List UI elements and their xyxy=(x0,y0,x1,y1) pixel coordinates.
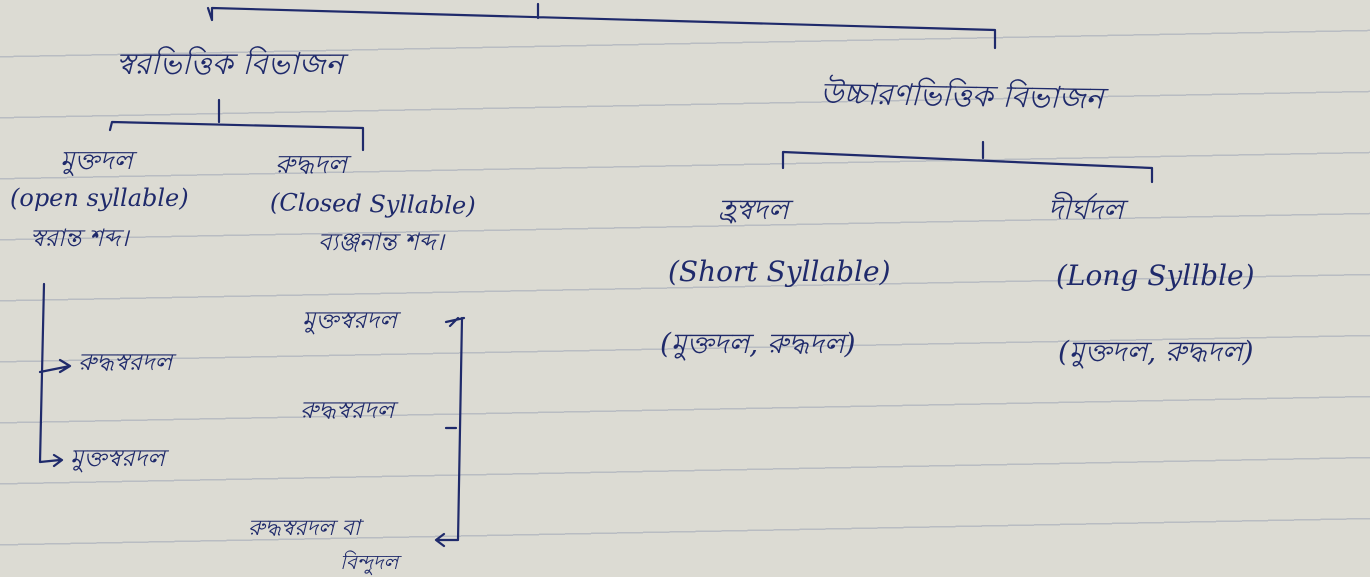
left-heading: স্বরভিত্তিক বিভাজন xyxy=(116,47,344,82)
short-syllable-bengali: হ্রস্বদল xyxy=(718,193,789,226)
left-sub-bracket xyxy=(108,98,365,152)
closed-syllable-english: (Closed Syllable) xyxy=(269,188,476,220)
open-syllable-arrows xyxy=(38,282,72,468)
closed-example-1: মুক্তস্বরদল xyxy=(302,306,397,334)
open-example-2: মুক্তস্বরদল xyxy=(70,444,165,472)
closed-syllable-arrows xyxy=(434,316,466,548)
long-syllable-bengali: দীর্ঘদল xyxy=(1048,193,1124,226)
closed-example-2: রুদ্ধস্বরদল xyxy=(300,396,395,424)
right-sub-bracket xyxy=(781,140,1154,184)
short-syllable-examples: (মুক্তদল, রুদ্ধদল) xyxy=(660,327,856,360)
open-syllable-english: (open syllable) xyxy=(10,184,189,212)
short-syllable-english: (Short Syllable) xyxy=(668,255,891,288)
open-syllable-bengali: মুক্তদল xyxy=(60,146,133,176)
closed-syllable-bengali: রুদ্ধদল xyxy=(275,150,348,180)
top-bracket xyxy=(206,2,997,50)
long-syllable-english: (Long Syllble) xyxy=(1056,259,1255,292)
closed-example-3: রুদ্ধস্বরদল বা xyxy=(248,516,361,541)
closed-syllable-note: ব্যঞ্জনান্ত শব্দ। xyxy=(318,228,444,256)
open-syllable-note: স্বরান্ত শব্দ। xyxy=(30,224,129,252)
right-heading: উচ্চারণভিত্তিক বিভাজন xyxy=(819,76,1104,117)
closed-example-3-cont: বিন্দুদল xyxy=(340,550,399,574)
open-example-1: রুদ্ধস্বরদল xyxy=(78,348,173,376)
long-syllable-examples: (মুক্তদল, রুদ্ধদল) xyxy=(1058,335,1254,368)
